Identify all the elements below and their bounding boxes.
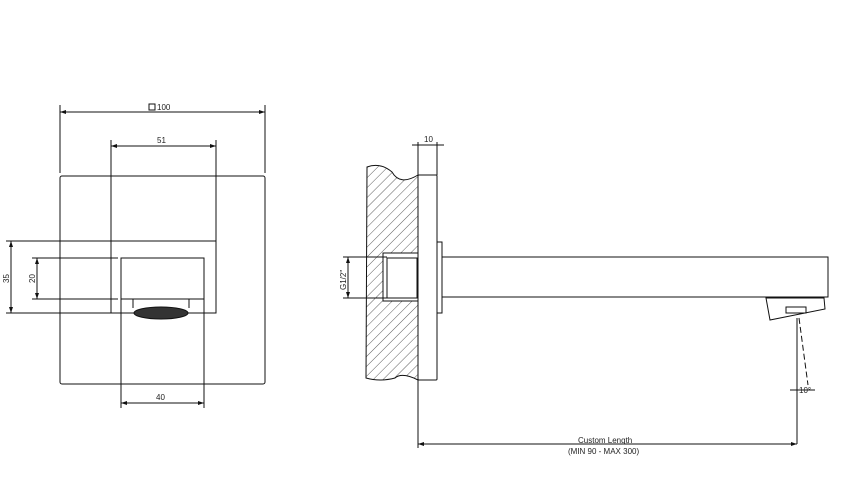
dim-angle: 10° — [799, 386, 811, 395]
dim-height-inner: 20 — [28, 274, 37, 283]
dim-length-label: Custom Length — [578, 436, 632, 445]
wall-plate-side — [417, 174, 438, 381]
dim-plate-thickness: 10 — [424, 135, 433, 144]
dim-length-range: (MIN 90 - MAX 300) — [568, 447, 639, 456]
threaded-inlet — [386, 257, 418, 299]
aerator-side — [765, 297, 826, 321]
front-view: 100 51 35 20 40 — [2, 103, 266, 408]
aerator — [133, 306, 189, 320]
dim-spout-width: 40 — [156, 393, 165, 402]
side-view: 10° 10 G1/2" Custom Length (MIN 90 - MAX… — [339, 135, 829, 456]
spout — [441, 256, 829, 298]
dim-height-outer: 35 — [2, 274, 11, 283]
spout-body-outline — [110, 240, 217, 314]
dim-body-width: 51 — [157, 136, 166, 145]
dim-thread: G1/2" — [339, 270, 348, 290]
wall-plate — [59, 175, 266, 385]
dim-width: 100 — [157, 103, 171, 112]
spout-face — [120, 257, 205, 300]
collar — [436, 241, 443, 314]
